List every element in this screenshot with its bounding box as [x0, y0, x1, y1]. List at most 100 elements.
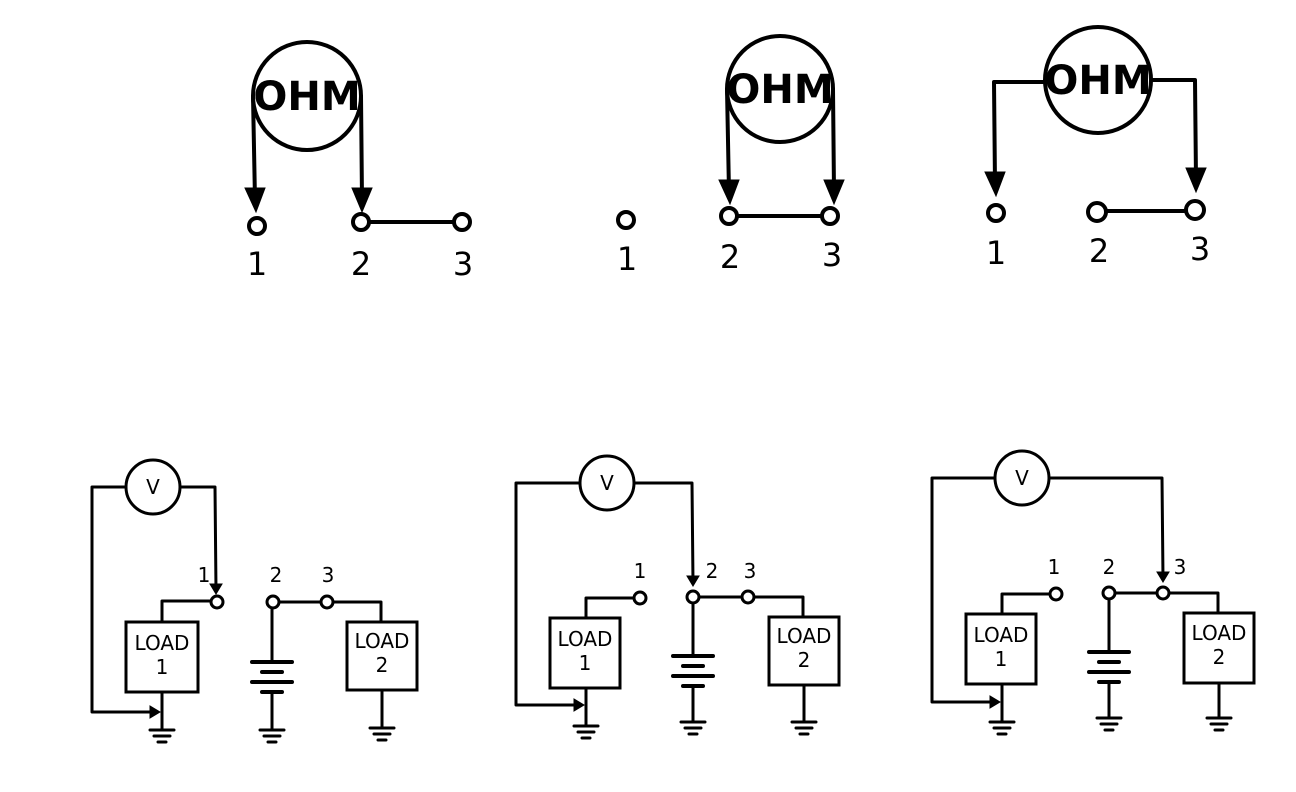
terminal-3 — [452, 212, 472, 232]
terminal-label: 3 — [322, 563, 335, 587]
probe-lead-right — [831, 87, 836, 194]
ground-icon — [988, 720, 1016, 736]
voltmeter-ground-lead — [514, 481, 582, 707]
voltmeter-ground-lead — [930, 476, 997, 704]
terminal-1 — [209, 594, 225, 610]
probe-arrow-icon — [244, 187, 266, 214]
terminal-label: 2 — [1089, 232, 1109, 270]
battery-icon — [250, 660, 294, 694]
terminal-1 — [247, 216, 267, 236]
ground-icon — [1205, 716, 1233, 732]
probe-lead-right — [359, 94, 364, 202]
terminal-3 — [1184, 199, 1206, 221]
ground-icon — [572, 724, 600, 740]
terminal-label: 1 — [634, 559, 647, 583]
probe-arrow-icon — [989, 695, 1001, 709]
terminal-2 — [1101, 585, 1117, 601]
terminal-3 — [740, 589, 756, 605]
probe-arrow-icon — [984, 171, 1006, 198]
ohm-diagram-2: OHM 1 2 3 — [616, 34, 845, 278]
load-2-lead — [331, 600, 383, 624]
ohmmeter-label: OHM — [253, 74, 360, 120]
probe-arrow-icon — [718, 179, 740, 206]
voltmeter-ground-lead — [90, 485, 154, 714]
terminal-label: 2 — [1103, 555, 1116, 579]
voltage-diagram-2: V LOAD 1 1 2 3 — [514, 454, 841, 740]
probe-lead-left — [251, 94, 257, 202]
terminal-label: 3 — [822, 236, 842, 274]
load-2-box — [345, 620, 419, 692]
load-1-lead — [584, 596, 636, 620]
terminal-label: 1 — [617, 240, 637, 278]
terminal-2 — [265, 594, 281, 610]
terminal-label: 1 — [198, 563, 211, 587]
ground-icon — [790, 720, 818, 736]
terminal-label: 2 — [706, 559, 719, 583]
probe-lead-right — [1149, 78, 1198, 182]
voltmeter-probe-lead — [178, 485, 218, 592]
voltmeter-probe-lead — [632, 481, 695, 584]
terminal-label: 2 — [720, 238, 740, 276]
load-2-number: 2 — [798, 648, 811, 672]
voltmeter-probe-lead — [1047, 476, 1165, 580]
probe-arrow-icon — [149, 705, 161, 719]
terminal-2 — [685, 589, 701, 605]
ohmmeter-label: OHM — [726, 67, 833, 113]
battery-icon — [1087, 650, 1131, 684]
ground-icon — [368, 726, 396, 742]
load-2-number: 2 — [1213, 645, 1226, 669]
terminal-1 — [632, 590, 648, 606]
terminal-2 — [1086, 201, 1108, 223]
terminal-label: 2 — [270, 563, 283, 587]
terminal-1 — [986, 203, 1006, 223]
terminal-label: 3 — [1190, 230, 1210, 268]
load-2-lead — [1167, 591, 1220, 615]
probe-lead-left — [992, 80, 1047, 186]
probe-arrow-icon — [573, 698, 585, 712]
probe-arrow-icon — [1185, 167, 1207, 194]
terminal-label: 1 — [247, 245, 267, 283]
terminal-label: 3 — [453, 245, 473, 283]
terminal-label: 2 — [351, 245, 371, 283]
voltmeter-label: V — [1015, 466, 1029, 490]
load-1-label: LOAD — [974, 623, 1029, 647]
battery-icon — [671, 654, 715, 688]
ground-icon — [1095, 716, 1123, 732]
load-1-label: LOAD — [135, 631, 190, 655]
ohm-diagram-1: OHM 1 2 3 — [244, 40, 473, 283]
terminal-2 — [719, 206, 739, 226]
load-1-lead — [1000, 592, 1052, 616]
voltmeter-label: V — [600, 471, 614, 495]
load-1-label: LOAD — [558, 627, 613, 651]
load-2-label: LOAD — [1192, 621, 1247, 645]
load-2-label: LOAD — [355, 629, 410, 653]
terminal-label: 3 — [744, 559, 757, 583]
load-1-number: 1 — [995, 647, 1008, 671]
ground-icon — [258, 728, 286, 744]
terminal-label: 1 — [1048, 555, 1061, 579]
terminal-3 — [1155, 585, 1171, 601]
ground-icon — [148, 728, 176, 744]
probe-lead-left — [725, 87, 731, 194]
ground-icon — [679, 720, 707, 736]
probe-arrow-icon — [823, 179, 845, 206]
voltmeter-label: V — [146, 475, 160, 499]
terminal-3 — [319, 594, 335, 610]
load-2-number: 2 — [376, 653, 389, 677]
probe-arrow-icon — [351, 187, 373, 214]
terminal-2 — [351, 212, 371, 232]
terminal-3 — [820, 206, 840, 226]
load-2-label: LOAD — [777, 624, 832, 648]
terminal-label: 1 — [986, 234, 1006, 272]
load-1-number: 1 — [579, 651, 592, 675]
load-1-number: 1 — [156, 655, 169, 679]
voltage-diagram-1: V LOAD 1 1 2 3 — [90, 458, 419, 744]
terminal-1 — [1048, 586, 1064, 602]
ohm-diagram-3: OHM 1 2 3 — [984, 25, 1210, 272]
probe-arrow-icon — [686, 575, 700, 587]
probe-arrow-icon — [1156, 571, 1170, 583]
terminal-label: 3 — [1174, 555, 1187, 579]
ohmmeter-label: OHM — [1044, 58, 1151, 104]
